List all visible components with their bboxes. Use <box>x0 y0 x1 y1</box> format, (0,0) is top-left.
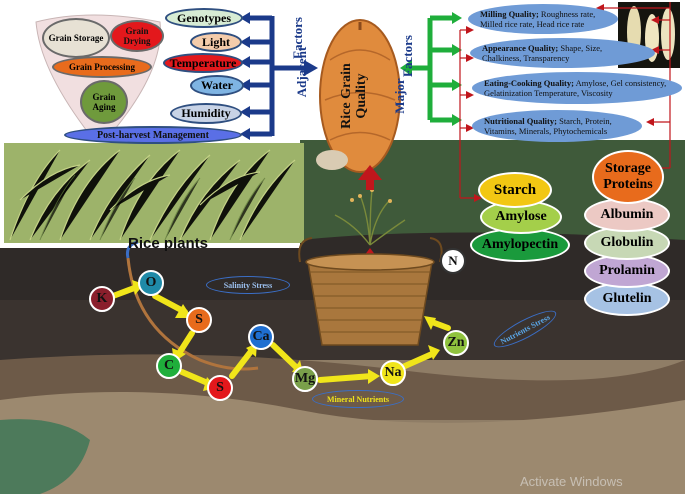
element-s-red: S <box>207 375 233 401</box>
milling-quality-name: Milling Quality; <box>480 8 539 19</box>
starch-label: Starch <box>493 181 537 198</box>
eating-cooking-quality-pill: Eating-Cooking Quality; Amylose, Gel con… <box>472 72 682 104</box>
rice-seedling <box>334 189 406 246</box>
appearance-quality-name: Appearance Quality; <box>482 42 559 53</box>
watermark-text: Activate Windows <box>520 474 623 489</box>
major-factors-label-2: Factors <box>400 26 416 86</box>
element-ca-label: Ca <box>252 329 270 344</box>
element-zn: Zn <box>443 330 469 356</box>
factor-genotypes: Genotypes <box>165 8 243 28</box>
basket <box>307 261 433 346</box>
element-zn-label: Zn <box>447 335 465 350</box>
water-label: Water <box>201 78 233 92</box>
nutritional-quality-pill: Nutritional Quality; Starch, Protein, Vi… <box>472 110 642 142</box>
rice-plants-text: Rice plants <box>127 235 209 252</box>
post-harvest-label: Post-harvest Management <box>97 129 209 141</box>
appearance-quality-pill: Appearance Quality; Shape, Size, Chalkin… <box>470 38 655 68</box>
grain-processing-node: Grain Processing <box>52 56 152 78</box>
genotypes-label: Genotypes <box>177 10 231 25</box>
factor-light: Light <box>190 32 242 52</box>
rice-grain <box>319 19 401 173</box>
rice-grain-quality-text: Rice Grain Quality <box>339 63 369 129</box>
milling-quality-pill: Milling Quality; Roughness rate, Milled … <box>468 4 618 34</box>
factor-temperature: Temperature <box>163 53 243 73</box>
element-o-label: O <box>145 275 157 290</box>
element-mg: Mg <box>292 366 318 392</box>
grain-drying-label: Grain Drying <box>123 26 151 46</box>
nutritional-quality-detail: Starch, Protein, Vitamins, Minerals, Phy… <box>484 115 612 136</box>
grain-storage-node: Grain Storage <box>42 18 110 58</box>
prolamin-node: Prolamin <box>584 254 670 288</box>
green-water-patch <box>0 419 90 494</box>
adjacent-factors-label-2: Factors <box>290 8 306 68</box>
element-na-label: Na <box>384 365 402 380</box>
storage-proteins-node: Storage Proteins <box>592 150 664 204</box>
amylopectin-label: Amylopectin <box>481 237 559 252</box>
glutelin-label: Glutelin <box>602 291 652 306</box>
albumin-label: Albumin <box>600 207 654 222</box>
windows-watermark: Activate Windows <box>520 474 623 489</box>
light-label: Light <box>201 34 230 49</box>
humidity-label: Humidity <box>181 106 231 120</box>
element-s-orange: S <box>186 307 212 333</box>
nutritional-quality-name: Nutritional Quality; <box>484 115 557 126</box>
appearance-quality-detail: Shape, Size, Chalkiness, Transparency <box>482 42 603 63</box>
element-ca: Ca <box>248 324 274 350</box>
factor-water: Water <box>190 75 244 96</box>
storage-proteins-label: Storage Proteins <box>603 161 653 192</box>
rice-plants-label: Rice plants <box>108 236 228 252</box>
nitrogen-label: N <box>448 253 458 268</box>
nitrogen-node: N <box>440 248 466 274</box>
factor-humidity: Humidity <box>170 103 242 124</box>
mineral-nutrients-tag: Mineral Nutrients <box>312 390 404 408</box>
milling-quality-detail: Roughness rate, Milled rice rate, Head r… <box>480 8 596 29</box>
grain-storage-label: Grain Storage <box>48 33 104 43</box>
globulin-label: Globulin <box>600 235 654 250</box>
amylopectin-node: Amylopectin <box>470 228 570 262</box>
salinity-stress-tag: Salinity Stress <box>206 276 290 294</box>
starch-node: Starch <box>478 172 552 208</box>
grain-aging-node: Grain Aging <box>80 80 128 124</box>
glutelin-node: Glutelin <box>584 282 670 316</box>
factors-word-left: Factors <box>290 17 305 59</box>
element-s-orange-label: S <box>195 312 203 327</box>
element-c: C <box>156 353 182 379</box>
salinity-stress-label: Salinity Stress <box>223 280 273 290</box>
mineral-nutrients-label: Mineral Nutrients <box>327 394 389 404</box>
element-k-label: K <box>96 291 108 306</box>
element-k: K <box>89 286 115 312</box>
element-s-red-label: S <box>216 380 224 395</box>
grain-processing-label: Grain Processing <box>68 62 136 72</box>
element-c-label: C <box>163 358 175 373</box>
element-o: O <box>138 270 164 296</box>
prolamin-label: Prolamin <box>599 263 655 278</box>
eating-quality-detail: Amylose, Gel consistency, Gelatinization… <box>484 77 667 98</box>
amylose-label: Amylose <box>495 209 547 224</box>
grain-drying-node: Grain Drying <box>110 20 164 52</box>
amylose-node: Amylose <box>480 200 562 234</box>
temperature-label: Temperature <box>169 55 237 70</box>
grain-aging-label: Grain Aging <box>92 92 116 112</box>
factor-post-harvest: Post-harvest Management <box>64 126 242 144</box>
element-na: Na <box>380 360 406 386</box>
eating-quality-name: Eating-Cooking Quality; <box>484 77 574 88</box>
rice-grain-quality-title: Rice Grain Quality <box>339 54 380 138</box>
factors-word-right: Factors <box>400 35 415 77</box>
element-mg-label: Mg <box>294 371 316 386</box>
rice-field-photo <box>4 143 304 243</box>
